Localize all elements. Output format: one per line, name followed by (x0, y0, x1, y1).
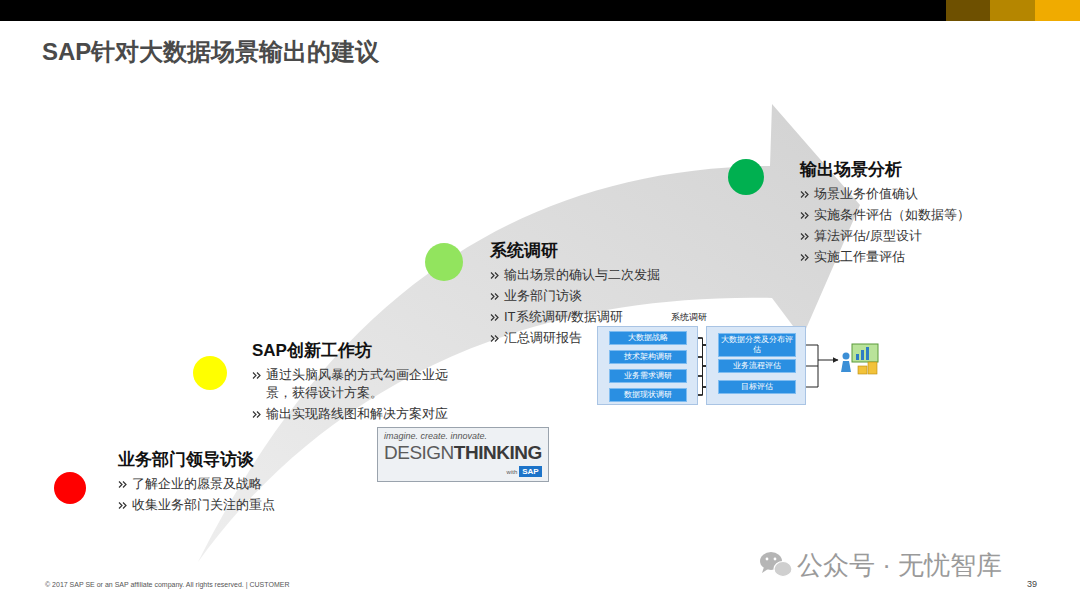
process-box: 业务流程评估 (718, 359, 796, 373)
bullet-text: 算法评估/原型设计 (814, 227, 922, 245)
bullet-row: 实施工作量评估 (800, 248, 1030, 266)
bullet-row: IT系统调研/数据调研 (490, 308, 700, 326)
logo-word: DESIGN (384, 442, 454, 463)
bullet-row: 收集业务部门关注的重点 (118, 496, 328, 514)
stage-dot (728, 159, 764, 195)
logo-box: imagine. create. innovate.DESIGNTHINKING… (377, 427, 549, 482)
bullet-text: 业务部门访谈 (504, 287, 582, 305)
analysis-icon (841, 344, 878, 374)
stage-heading: 输出场景分析 (800, 159, 1030, 181)
bullet-row: 了解企业的愿景及战略 (118, 475, 328, 493)
bullet-text: 实施工作量评估 (814, 248, 905, 266)
bullet-text: 了解企业的愿景及战略 (132, 475, 262, 493)
process-box: 大数据战略 (609, 331, 687, 345)
process-box: 大数据分类及分布评估 (718, 333, 796, 357)
bullet-row: 算法评估/原型设计 (800, 227, 1030, 245)
bullet-text: 场景业务价值确认 (814, 185, 918, 203)
bullet-chevron (490, 334, 499, 343)
wechat-icon (760, 552, 792, 577)
box-label: 技术架构调研 (612, 352, 684, 362)
leader-arrow (818, 360, 838, 361)
watermark: 公众号 · 无忧智库 (797, 548, 1002, 583)
top-bar (0, 0, 1080, 21)
slide-title: SAP针对大数据场景输出的建议 (42, 36, 379, 68)
stage-dot (425, 243, 463, 281)
logo-tagline: imagine. create. innovate. (384, 431, 542, 442)
bullet-text: 输出场景的确认与二次发掘 (504, 266, 660, 284)
stage-block: SAP创新工作坊通过头脑风暴的方式勾画企业远景，获得设计方案。输出实现路线图和解… (193, 340, 460, 426)
bullet-chevron (490, 313, 499, 322)
box-label: 数据现状调研 (612, 390, 684, 400)
box-label: 大数据分类及分布评估 (721, 335, 793, 355)
logo-row: DESIGNTHINKING (384, 442, 542, 465)
logo-small: with (507, 469, 518, 475)
top-bar-block (946, 0, 990, 21)
top-bar-block (1035, 0, 1080, 21)
bullet-text: 收集业务部门关注的重点 (132, 496, 275, 514)
stage-dot (193, 356, 227, 390)
bullet-chevron (800, 253, 809, 262)
process-box: 技术架构调研 (609, 350, 687, 364)
process-box: 业务需求调研 (609, 369, 687, 383)
group-title: 系统调研 (671, 311, 707, 324)
bullet-row: 实施条件评估（如数据等） (800, 206, 1030, 224)
bullet-text: 汇总调研报告 (504, 329, 582, 347)
stage-heading: SAP创新工作坊 (252, 340, 460, 362)
stage-heading: 系统调研 (490, 240, 700, 262)
stage-block: 业务部门领导访谈了解企业的愿景及战略收集业务部门关注的重点 (54, 449, 328, 517)
bullet-chevron (800, 190, 809, 199)
box-label: 业务流程评估 (721, 361, 793, 371)
footer-copyright: © 2017 SAP SE or an SAP affiliate compan… (45, 581, 289, 588)
page-number: 39 (1027, 579, 1037, 589)
bullet-chevron (800, 232, 809, 241)
survey-diagram: 系统调研大数据战略技术架构调研业务需求调研数据现状调研 大数据分类及分布评估业务流… (597, 311, 807, 407)
top-bar-block (990, 0, 1035, 21)
process-box: 目标评估 (718, 380, 796, 394)
process-box: 数据现状调研 (609, 388, 687, 402)
bullet-text: 输出实现路线图和解决方案对应 (266, 405, 448, 423)
stage-text: 输出场景分析场景业务价值确认实施条件评估（如数据等） 算法评估/原型设计实施工作量… (800, 159, 1030, 266)
bullet-row: 输出场景的确认与二次发掘 (490, 266, 700, 284)
logo-word: THINKING (454, 442, 542, 463)
bullet-text: 通过头脑风暴的方式勾画企业远景，获得设计方案。 (266, 366, 460, 402)
box-label: 目标评估 (721, 382, 793, 392)
stage-dot (54, 472, 86, 504)
sap-badge: SAP (519, 466, 541, 477)
bullet-row: 场景业务价值确认 (800, 185, 1030, 203)
stage-text: SAP创新工作坊通过头脑风暴的方式勾画企业远景，获得设计方案。输出实现路线图和解… (252, 340, 460, 423)
bullet-row: 通过头脑风暴的方式勾画企业远景，获得设计方案。 (252, 366, 460, 402)
leader-line (818, 345, 819, 387)
growth-arrow (198, 104, 860, 562)
box-label: 大数据战略 (612, 333, 684, 343)
bullet-chevron (800, 211, 809, 220)
logo-row: imagine. create. innovate. (384, 431, 542, 442)
bullet-chevron (252, 410, 261, 419)
stage-heading: 业务部门领导访谈 (118, 449, 328, 471)
stage-block: 输出场景分析场景业务价值确认实施条件评估（如数据等） 算法评估/原型设计实施工作量… (728, 159, 1030, 269)
bullet-text: 实施条件评估（如数据等） (814, 206, 970, 224)
box-label: 业务需求调研 (612, 371, 684, 381)
bullet-row: 业务部门访谈 (490, 287, 700, 305)
bullet-chevron (490, 271, 499, 280)
logo-row: withSAP (384, 465, 542, 478)
bullet-row: 输出实现路线图和解决方案对应 (252, 405, 460, 423)
bullet-chevron (118, 480, 127, 489)
bullet-text: IT系统调研/数据调研 (504, 308, 623, 326)
bullet-chevron (118, 501, 127, 510)
stage-text: 业务部门领导访谈了解企业的愿景及战略收集业务部门关注的重点 (118, 449, 328, 514)
bullet-chevron (252, 371, 261, 380)
bullet-chevron (490, 292, 499, 301)
